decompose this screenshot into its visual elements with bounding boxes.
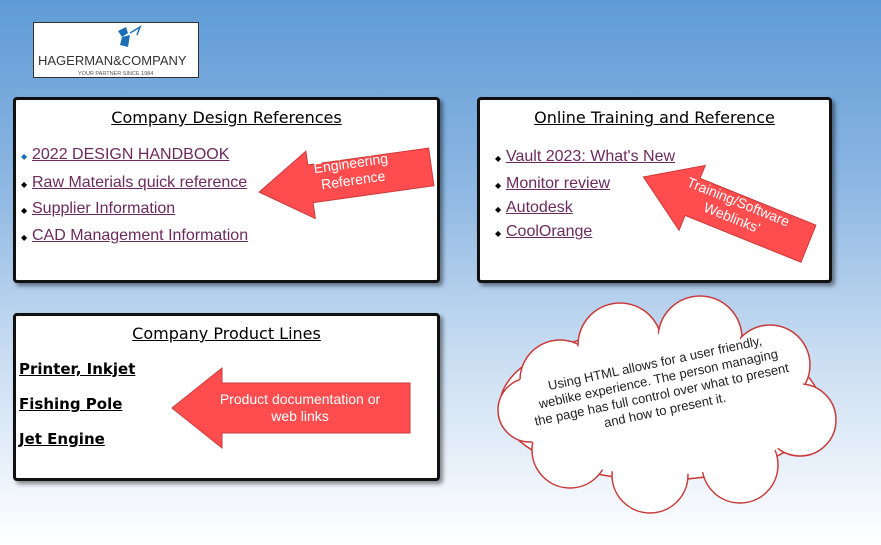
product-jet-engine[interactable]: Jet Engine	[19, 430, 105, 448]
link-coolorange[interactable]: CoolOrange	[506, 223, 593, 240]
link-design-handbook[interactable]: 2022 DESIGN HANDBOOK	[32, 146, 230, 163]
bullet-icon: ◆	[495, 181, 502, 190]
link-monitor-review[interactable]: Monitor review	[506, 175, 611, 192]
product-printer-inkjet[interactable]: Printer, Inkjet	[19, 360, 136, 378]
link-vault-2023[interactable]: Vault 2023: What's New	[506, 148, 676, 165]
product-docs-label: Product documentation or web links	[219, 391, 381, 424]
product-fishing-pole[interactable]: Fishing Pole	[19, 395, 123, 413]
bullet-icon: ◆	[495, 154, 502, 163]
bullet-icon: ◆	[495, 205, 502, 214]
bullet-icon: ◆	[21, 233, 28, 242]
logo-tagline: YOUR PARTNER SINCE 1984	[78, 71, 153, 77]
bullet-icon: ◆	[21, 152, 28, 161]
bullet-icon: ◆	[21, 180, 28, 189]
product-lines-title: Company Product Lines	[132, 324, 321, 343]
bullet-icon: ◆	[21, 206, 28, 215]
design-references-title: Company Design References	[111, 108, 342, 127]
link-autodesk[interactable]: Autodesk	[506, 199, 573, 216]
training-panel: Online Training and Reference ◆ Vault 20…	[477, 97, 832, 283]
company-logo: HAGERMAN&COMPANY YOUR PARTNER SINCE 1984	[33, 22, 199, 78]
logo-mark-icon: HAGERMAN&COMPANY YOUR PARTNER SINCE 1984	[38, 25, 187, 77]
training-title: Online Training and Reference	[534, 108, 775, 127]
link-cad-management[interactable]: CAD Management Information	[32, 227, 249, 244]
design-references-panel: Company Design References ◆ 2022 DESIGN …	[13, 97, 440, 283]
logo-name: HAGERMAN&COMPANY	[38, 53, 187, 68]
link-supplier-information[interactable]: Supplier Information	[32, 200, 176, 217]
link-raw-materials[interactable]: Raw Materials quick reference	[32, 174, 248, 191]
bullet-icon: ◆	[495, 229, 502, 238]
cloud-callout-text: Using HTML allows for a user friendly, w…	[533, 333, 791, 431]
